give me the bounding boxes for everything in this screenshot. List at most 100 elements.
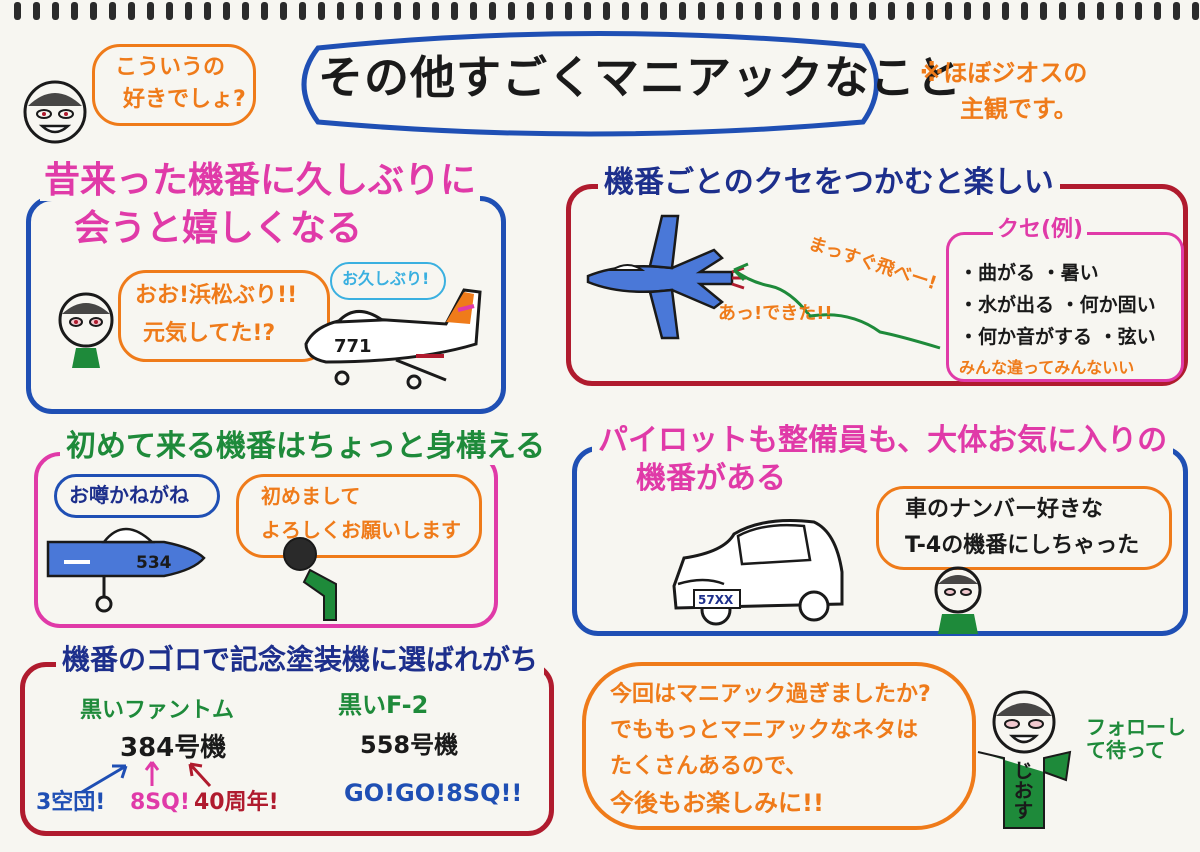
spiral-ring <box>147 2 154 20</box>
page-title: その他すごくマニアックなこと <box>318 51 963 104</box>
section5-right-title: 黒いF-2 <box>338 691 429 719</box>
spiral-ring <box>755 2 762 20</box>
section3-bubble-left-text: お噂かねがね <box>69 483 189 507</box>
spiral-ring <box>945 2 952 20</box>
spiral-ring <box>33 2 40 20</box>
spiral-ring <box>1192 2 1199 20</box>
section5-heading: 機番のゴロで記念塗装機に選ばれがち <box>56 643 545 677</box>
section1-bubble-left-line-2: 元気してた!? <box>143 321 276 346</box>
spiral-ring <box>888 2 895 20</box>
spiral-ring <box>261 2 268 20</box>
spiral-ring <box>451 2 458 20</box>
fighter-plane-icon: 534 <box>46 527 206 613</box>
section4-heading-line-2: 機番がある <box>636 461 786 496</box>
spiral-ring <box>698 2 705 20</box>
section2-heading: 機番ごとのクセをつかむと楽しい <box>598 165 1060 201</box>
trainer-plane-icon: 771 <box>304 288 482 390</box>
header-face-bubble-line-1: こういうの <box>115 55 226 80</box>
section2-quirk-line-4: みんな違ってみんないい <box>959 358 1135 377</box>
mascot-icon <box>977 690 1072 829</box>
spiral-ring <box>1021 2 1028 20</box>
section6-bubble-line-1: 今回はマニアック過ぎましたか? <box>610 682 931 707</box>
spiral-ring <box>1173 2 1180 20</box>
spiral-ring <box>242 2 249 20</box>
spiral-ring <box>1116 2 1123 20</box>
section4-bubble: 車のナンバー好きな T-4の機番にしちゃった <box>876 486 1172 570</box>
face-icon <box>934 566 982 634</box>
spiral-ring <box>470 2 477 20</box>
section4-bubble-line-2: T-4の機番にしちゃった <box>905 533 1140 558</box>
section4-heading-line-1: パイロットも整備員も、大体お気に入りの <box>592 423 1174 459</box>
spiral-ring <box>14 2 21 20</box>
spiral-ring <box>52 2 59 20</box>
section5-left-number: 384号機 <box>120 733 227 763</box>
spiral-ring <box>1097 2 1104 20</box>
spiral-ring <box>679 2 686 20</box>
spiral-ring <box>280 2 287 20</box>
section5-left-note-1: 3空団! <box>36 790 106 815</box>
spiral-ring <box>622 2 629 20</box>
section3-bubble-right: 初めまして よろしくお願いします <box>236 474 482 558</box>
title-frame <box>301 31 879 137</box>
section1-bubble-left: おお!浜松ぶり!! 元気してた!? <box>118 270 330 362</box>
spiral-ring <box>508 2 515 20</box>
spiral-ring <box>831 2 838 20</box>
spiral-ring <box>71 2 78 20</box>
annotation-arrows <box>81 761 212 794</box>
section5-left-note-2: 8SQ! <box>130 790 190 815</box>
section5-left-title: 黒いファントム <box>80 698 235 723</box>
spiral-ring <box>527 2 534 20</box>
spiral-ring <box>299 2 306 20</box>
spiral-ring <box>1135 2 1142 20</box>
section1-heading-line-1: 昔来った機番に久しぶりに <box>40 160 481 202</box>
spiral-ring <box>356 2 363 20</box>
section2-quirk-line-1: ・曲がる ・暑い <box>959 262 1099 284</box>
spiral-ring <box>185 2 192 20</box>
section1-bubble-left-line-1: おお!浜松ぶり!! <box>135 283 298 308</box>
spiral-ring <box>1078 2 1085 20</box>
section2-speech-done: あっ!できた!! <box>718 303 833 324</box>
spiral-ring <box>318 2 325 20</box>
spiral-ring <box>1059 2 1066 20</box>
section2-quirk-box: クセ(例) ・曲がる ・暑い ・水が出る ・何か固い ・何か音がする ・弦い み… <box>946 217 1184 382</box>
spiral-ring <box>641 2 648 20</box>
section6-bubble-line-4: 今後もお楽しみに!! <box>610 789 824 817</box>
section4-plate-number: 57XX <box>698 593 734 607</box>
spiral-ring <box>1040 2 1047 20</box>
section5-left-note-3: 40周年! <box>194 790 279 815</box>
spiral-ring <box>850 2 857 20</box>
spiral-ring <box>166 2 173 20</box>
spiral-ring <box>774 2 781 20</box>
header-face-bubble: こういうの 好きでしょ? <box>92 44 256 126</box>
spiral-ring <box>565 2 572 20</box>
spiral-ring <box>223 2 230 20</box>
spiral-ring <box>660 2 667 20</box>
face-icon <box>58 292 114 368</box>
spiral-ring <box>394 2 401 20</box>
section6-side-text: フォローして待って <box>1086 715 1186 762</box>
header-face-bubble-line-2: 好きでしょ? <box>123 87 246 112</box>
spiral-ring <box>584 2 591 20</box>
spiral-ring <box>793 2 800 20</box>
section2-quirk-title: クセ(例) <box>993 217 1088 243</box>
car-icon: 57XX <box>672 519 844 626</box>
spiral-ring <box>413 2 420 20</box>
section3-plane-number: 534 <box>136 553 172 573</box>
spiral-ring <box>546 2 553 20</box>
spiral-ring <box>109 2 116 20</box>
spiral-ring <box>1002 2 1009 20</box>
spiral-ring <box>128 2 135 20</box>
spiral-ring <box>204 2 211 20</box>
spiral-ring <box>603 2 610 20</box>
spiral-ring <box>812 2 819 20</box>
section1-bubble-right: お久しぶり! <box>330 262 446 300</box>
section6-bubble: 今回はマニアック過ぎましたか? でももっとマニアックなネタは たくさんあるので、… <box>582 662 976 830</box>
spiral-ring <box>869 2 876 20</box>
section1-plane-number: 771 <box>334 336 372 357</box>
spiral-ring <box>964 2 971 20</box>
section6-bubble-line-2: でももっとマニアックなネタは <box>610 718 919 743</box>
header-note-line-1: ※ほぼジオスの <box>920 59 1088 87</box>
section3-bubble-left: お噂かねがね <box>54 474 220 518</box>
section4-bubble-line-1: 車のナンバー好きな <box>905 497 1104 522</box>
section2-quirk-line-2: ・水が出る ・何か固い <box>959 294 1156 316</box>
